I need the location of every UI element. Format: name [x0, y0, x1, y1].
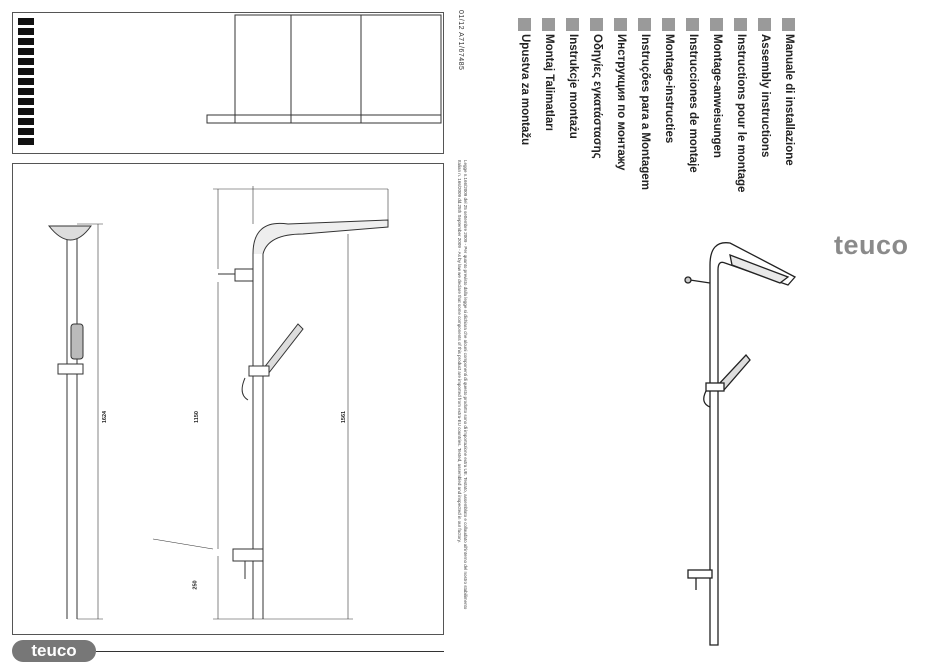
language-label: Montage-instructies [663, 34, 675, 144]
language-label: Upustva za montažu [519, 34, 531, 146]
language-label: Инструкция по монтажу [615, 34, 627, 171]
language-label: Instrukcje montażu [567, 34, 579, 139]
language-item-croatian: Upustva za montažu [514, 14, 536, 244]
shower-column-drawing [47, 186, 389, 620]
language-square-icon [734, 18, 747, 31]
language-item-polish: Instrukcje montażu [562, 14, 584, 244]
language-item-italian: Manuale di installazione [778, 14, 800, 244]
language-item-dutch: Montage-instructies [658, 14, 680, 244]
shower-column-illustration [684, 242, 797, 646]
language-item-german: Montage-anweisungen [706, 14, 728, 244]
language-list: Manuale di installazione Assembly instru… [510, 14, 800, 244]
language-item-english: Assembly instructions [754, 14, 776, 244]
language-square-icon [662, 18, 675, 31]
language-square-icon [710, 18, 723, 31]
side-view [47, 223, 103, 620]
barcode [18, 18, 38, 148]
language-item-greek: Οδηγίες εγκατάστασης [586, 14, 608, 244]
language-square-icon [542, 18, 555, 31]
language-label: Instructions pour le montage [735, 34, 747, 193]
language-label: Instrucciones de montaje [687, 34, 699, 173]
language-square-icon [686, 18, 699, 31]
language-label: Οδηγίες εγκατάστασης [591, 34, 603, 159]
front-view [152, 186, 389, 620]
dimension-1150: 1150 [193, 411, 200, 423]
revision-table [206, 14, 442, 124]
language-label: Montage-anweisungen [711, 34, 723, 158]
brand-logo: teuco [834, 230, 909, 260]
language-label: Montaj Talimatları [543, 34, 555, 131]
dimension-1624: 1624 [102, 410, 109, 424]
footer-logo: teuco [12, 640, 96, 662]
language-square-icon [758, 18, 771, 31]
document-code: 01/12 A71/67485 [457, 10, 464, 71]
dimension-1561: 1561 [341, 410, 348, 424]
language-item-turkish: Montaj Talimatları [538, 14, 560, 244]
language-item-portuguese: Instruções para a Montagem [634, 14, 656, 244]
language-item-french: Instructions pour le montage [730, 14, 752, 244]
legal-line-2: Italian n. 166/2009 dd.25th September 20… [457, 160, 462, 543]
footer-rule [96, 651, 444, 652]
technical-drawing-panel: 1624 1150 1561 250 [12, 163, 444, 635]
language-square-icon [518, 18, 531, 31]
language-square-icon [614, 18, 627, 31]
language-label: Assembly instructions [759, 34, 771, 158]
language-label: Manuale di installazione [783, 34, 795, 166]
legal-notice: Legge n.166/2009 del 25 settembre 2009 -… [452, 160, 470, 660]
language-square-icon [782, 18, 795, 31]
legal-line-1: Legge n.166/2009 del 25 settembre 2009 -… [463, 160, 468, 610]
language-square-icon [638, 18, 651, 31]
language-square-icon [590, 18, 603, 31]
language-item-spanish: Instrucciones de montaje [682, 14, 704, 244]
revision-table-panel [12, 12, 444, 154]
language-label: Instruções para a Montagem [639, 34, 651, 190]
language-item-russian: Инструкция по монтажу [610, 14, 632, 244]
language-square-icon [566, 18, 579, 31]
dimension-250: 250 [192, 580, 199, 590]
